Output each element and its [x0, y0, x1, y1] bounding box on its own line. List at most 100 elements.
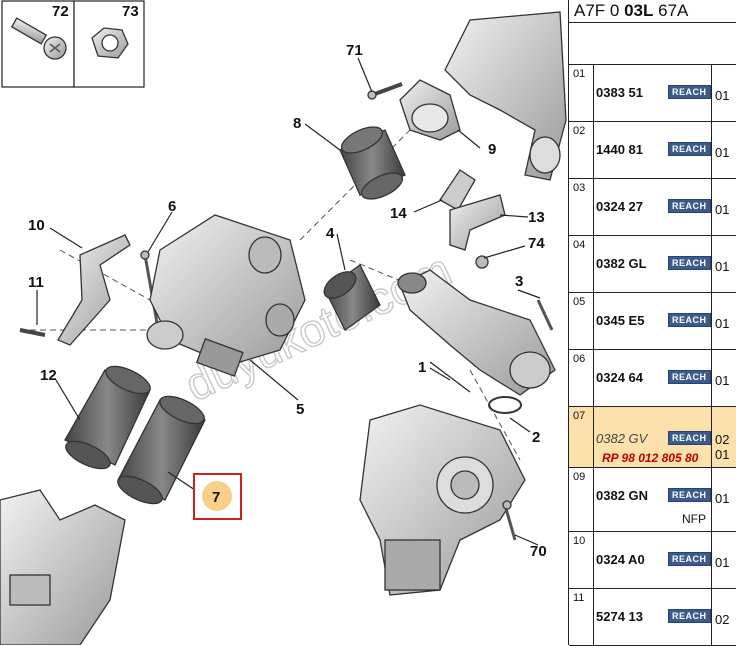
quantity-cell: 01 — [711, 122, 736, 178]
reach-badge: REACH — [668, 370, 711, 384]
part-index: 01 — [569, 65, 594, 121]
callout-74[interactable]: 74 — [528, 235, 545, 252]
reach-badge: REACH — [668, 431, 711, 445]
callout-9[interactable]: 9 — [488, 141, 496, 158]
bracket-10 — [57, 234, 131, 346]
callout-71[interactable]: 71 — [346, 42, 363, 59]
quantity-cell: 01 — [711, 236, 736, 292]
quantity-cell: 01 — [711, 293, 736, 349]
part-quantity: 02 — [715, 612, 730, 627]
reach-badge: REACH — [668, 85, 711, 99]
exploded-parts-diagram: duyukoto.com 72 73 — [0, 0, 567, 645]
nut-73-icon — [91, 27, 129, 59]
callout-3[interactable]: 3 — [515, 273, 523, 290]
callout-11[interactable]: 11 — [28, 274, 44, 291]
part-quantity: 01 — [715, 373, 730, 388]
part-reference[interactable]: 0383 51 — [596, 85, 643, 100]
quantity-cell: 01 — [711, 532, 736, 588]
callout-14[interactable]: 14 — [390, 205, 407, 222]
part-index: 04 — [569, 236, 594, 292]
callout-12[interactable]: 12 — [40, 367, 57, 384]
part-reference[interactable]: 0382 GL — [596, 256, 647, 271]
bolt-74 — [475, 255, 489, 269]
part-index: 03 — [569, 179, 594, 235]
reach-badge: REACH — [668, 199, 711, 213]
part-index: 02 — [569, 122, 594, 178]
part-reference[interactable]: 1440 81 — [596, 142, 643, 157]
reach-badge: REACH — [668, 609, 711, 623]
hose-7 — [117, 395, 206, 505]
panel-spacer — [569, 23, 736, 65]
quantity-cell: 01 — [711, 468, 736, 531]
callout-8[interactable]: 8 — [293, 115, 301, 132]
catalog-reference: A7F 0 03L 67A — [569, 0, 736, 23]
callout-10[interactable]: 10 — [28, 217, 45, 234]
turbocharger — [359, 404, 526, 596]
reach-badge: REACH — [668, 313, 711, 327]
o-ring-2 — [488, 396, 522, 414]
replacement-part-number[interactable]: RP 98 012 805 80 — [602, 451, 699, 465]
part-reference[interactable]: 0324 27 — [596, 199, 643, 214]
part-quantity: 01 — [715, 88, 730, 103]
part-quantity: 01 — [715, 491, 730, 506]
part-reference[interactable]: 5274 13 — [596, 609, 643, 624]
part-index: 09 — [569, 468, 594, 531]
part-quantity: 01 — [715, 202, 730, 217]
callout-5[interactable]: 5 — [296, 401, 304, 418]
part-index: 10 — [569, 532, 594, 588]
hose-4 — [323, 264, 381, 331]
part-reference[interactable]: 0345 E5 — [596, 313, 645, 328]
callout-2[interactable]: 2 — [532, 429, 540, 446]
callout-1[interactable]: 1 — [418, 359, 426, 376]
callout-4[interactable]: 4 — [326, 225, 335, 242]
part-quantity-2: 01 — [715, 447, 730, 462]
part-quantity: 02 — [715, 432, 730, 447]
callout-72[interactable]: 72 — [52, 3, 69, 20]
quantity-cell: 01 — [711, 350, 736, 406]
reach-badge: REACH — [668, 552, 711, 566]
part-index: 06 — [569, 350, 594, 406]
part-quantity: 01 — [715, 555, 730, 570]
callout-7[interactable]: 7 — [212, 489, 220, 506]
flange-9 — [399, 79, 461, 141]
part-reference[interactable]: 0382 GN — [596, 488, 649, 503]
intake-manifold — [444, 11, 567, 181]
bolt-70 — [502, 500, 517, 541]
callout-7-highlight[interactable]: 7 — [193, 473, 242, 520]
part-reference[interactable]: 0382 GV — [596, 431, 648, 446]
hose-8 — [339, 126, 406, 200]
intercooler — [0, 489, 126, 645]
callout-13[interactable]: 13 — [528, 209, 545, 226]
reach-badge: REACH — [668, 142, 711, 156]
part-quantity: 01 — [715, 145, 730, 160]
part-reference[interactable]: 0324 A0 — [596, 552, 645, 567]
bolt-11 — [19, 328, 46, 337]
bolt-3 — [536, 299, 554, 331]
intake-pipe-1 — [397, 269, 556, 396]
catalog-ref-suffix: 67A — [653, 1, 689, 20]
part-reference[interactable]: 0324 64 — [596, 370, 643, 385]
bolt-71 — [367, 82, 403, 100]
quantity-cell: 01 — [711, 179, 736, 235]
callout-70[interactable]: 70 — [530, 543, 547, 560]
part-index: 07 — [569, 407, 594, 467]
reach-badge: REACH — [668, 488, 711, 502]
callout-6[interactable]: 6 — [168, 198, 176, 215]
quantity-cell: 02 — [711, 589, 736, 645]
callout-73[interactable]: 73 — [122, 3, 139, 20]
quantity-cell: 01 — [711, 65, 736, 121]
part-index: 11 — [569, 589, 594, 645]
